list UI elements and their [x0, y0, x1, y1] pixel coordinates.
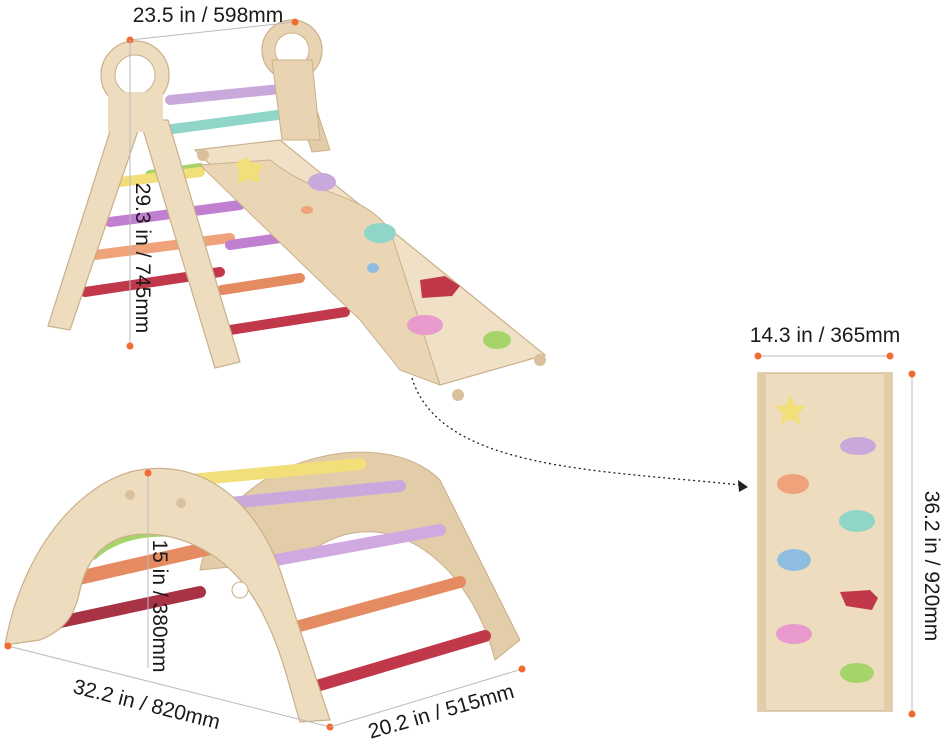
arch-climber: [4, 451, 521, 723]
arch-rungs: [54, 458, 491, 694]
triangle-front-frame: [47, 40, 241, 369]
arch-width-label: 20.2 in / 515mm: [366, 680, 517, 744]
triangle-back-frame: [261, 19, 323, 141]
arch-length-label: 32.2 in / 820mm: [71, 675, 223, 734]
ramp-length-dimension: 36.2 in / 920mm: [908, 370, 943, 718]
arch-height-label: 15 in / 380mm: [148, 539, 171, 672]
conversion-arrow: [411, 377, 748, 492]
triangle-width-label: 23.5 in / 598mm: [133, 4, 284, 27]
ramp-board-holds: [775, 395, 878, 683]
arch-height-dimension: 15 in / 380mm: [144, 469, 171, 673]
ramp-length-label: 36.2 in / 920mm: [920, 491, 943, 642]
triangle-ramp: [193, 139, 547, 401]
arrow-head-icon: [738, 480, 748, 492]
triangle-ramp-holds: [236, 157, 511, 349]
triangle-height-label: 29.3 in / 745mm: [131, 183, 154, 334]
triangle-height-dimension: 29.3 in / 745mm: [126, 40, 154, 350]
ramp-board: [757, 372, 893, 712]
ramp-width-dimension: 14.3 in / 365mm: [750, 324, 901, 360]
ramp-width-label: 14.3 in / 365mm: [750, 324, 901, 347]
triangle-width-dimension: 23.5 in / 598mm: [126, 4, 299, 44]
triangle-climber: [47, 19, 547, 401]
